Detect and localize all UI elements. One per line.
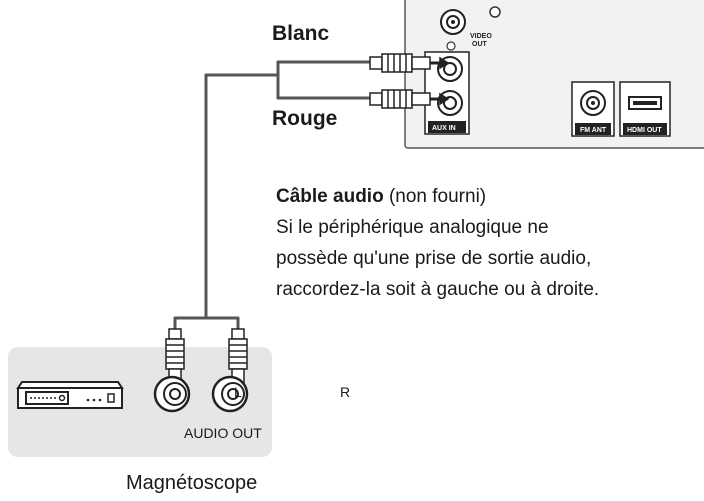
vcr-icon [16,381,124,409]
rca-plug-right [228,328,248,384]
caption-title: Câble audio [276,186,384,207]
aux-in-label: AUX IN [432,125,456,132]
rca-plug-left [165,328,185,384]
fm-ant-label: FM ANT [580,127,607,134]
device-name-label: Magnétoscope [126,472,258,494]
hdmi-port-icon [628,96,662,110]
caption-line-1: Si le périphérique analogique ne [276,217,549,238]
caption-title-line: Câble audio (non fourni) [276,181,599,212]
audio-cable-caption: Câble audio (non fourni) Si le périphéri… [276,181,599,305]
red-cable-label: Rouge [272,107,338,130]
screw-icon [489,6,501,18]
left-channel-label: L [234,384,242,400]
audio-out-jack-left [153,375,191,413]
video-out-label: VIDEO [470,33,492,40]
video-out-label-2: OUT [472,41,488,48]
rca-plug-white [369,53,450,73]
caption-note: (non fourni) [383,186,487,207]
audio-out-label: AUDIO OUT [184,425,262,441]
audio-cable [173,60,372,330]
audio-out-jack-right [211,375,249,413]
rca-plug-red [369,89,450,109]
caption-line-3: raccordez-la soit à gauche ou à droite. [276,279,600,300]
video-out-jack [440,9,466,35]
hdmi-out-label: HDMI OUT [627,127,662,134]
analog-device-area [8,347,272,457]
fm-ant-jack [580,90,606,116]
white-cable-label: Blanc [272,22,330,45]
right-channel-label: R [340,384,351,400]
caption-line-2: possède qu'une prise de sortie audio, [276,248,592,269]
screw-icon [446,41,456,51]
